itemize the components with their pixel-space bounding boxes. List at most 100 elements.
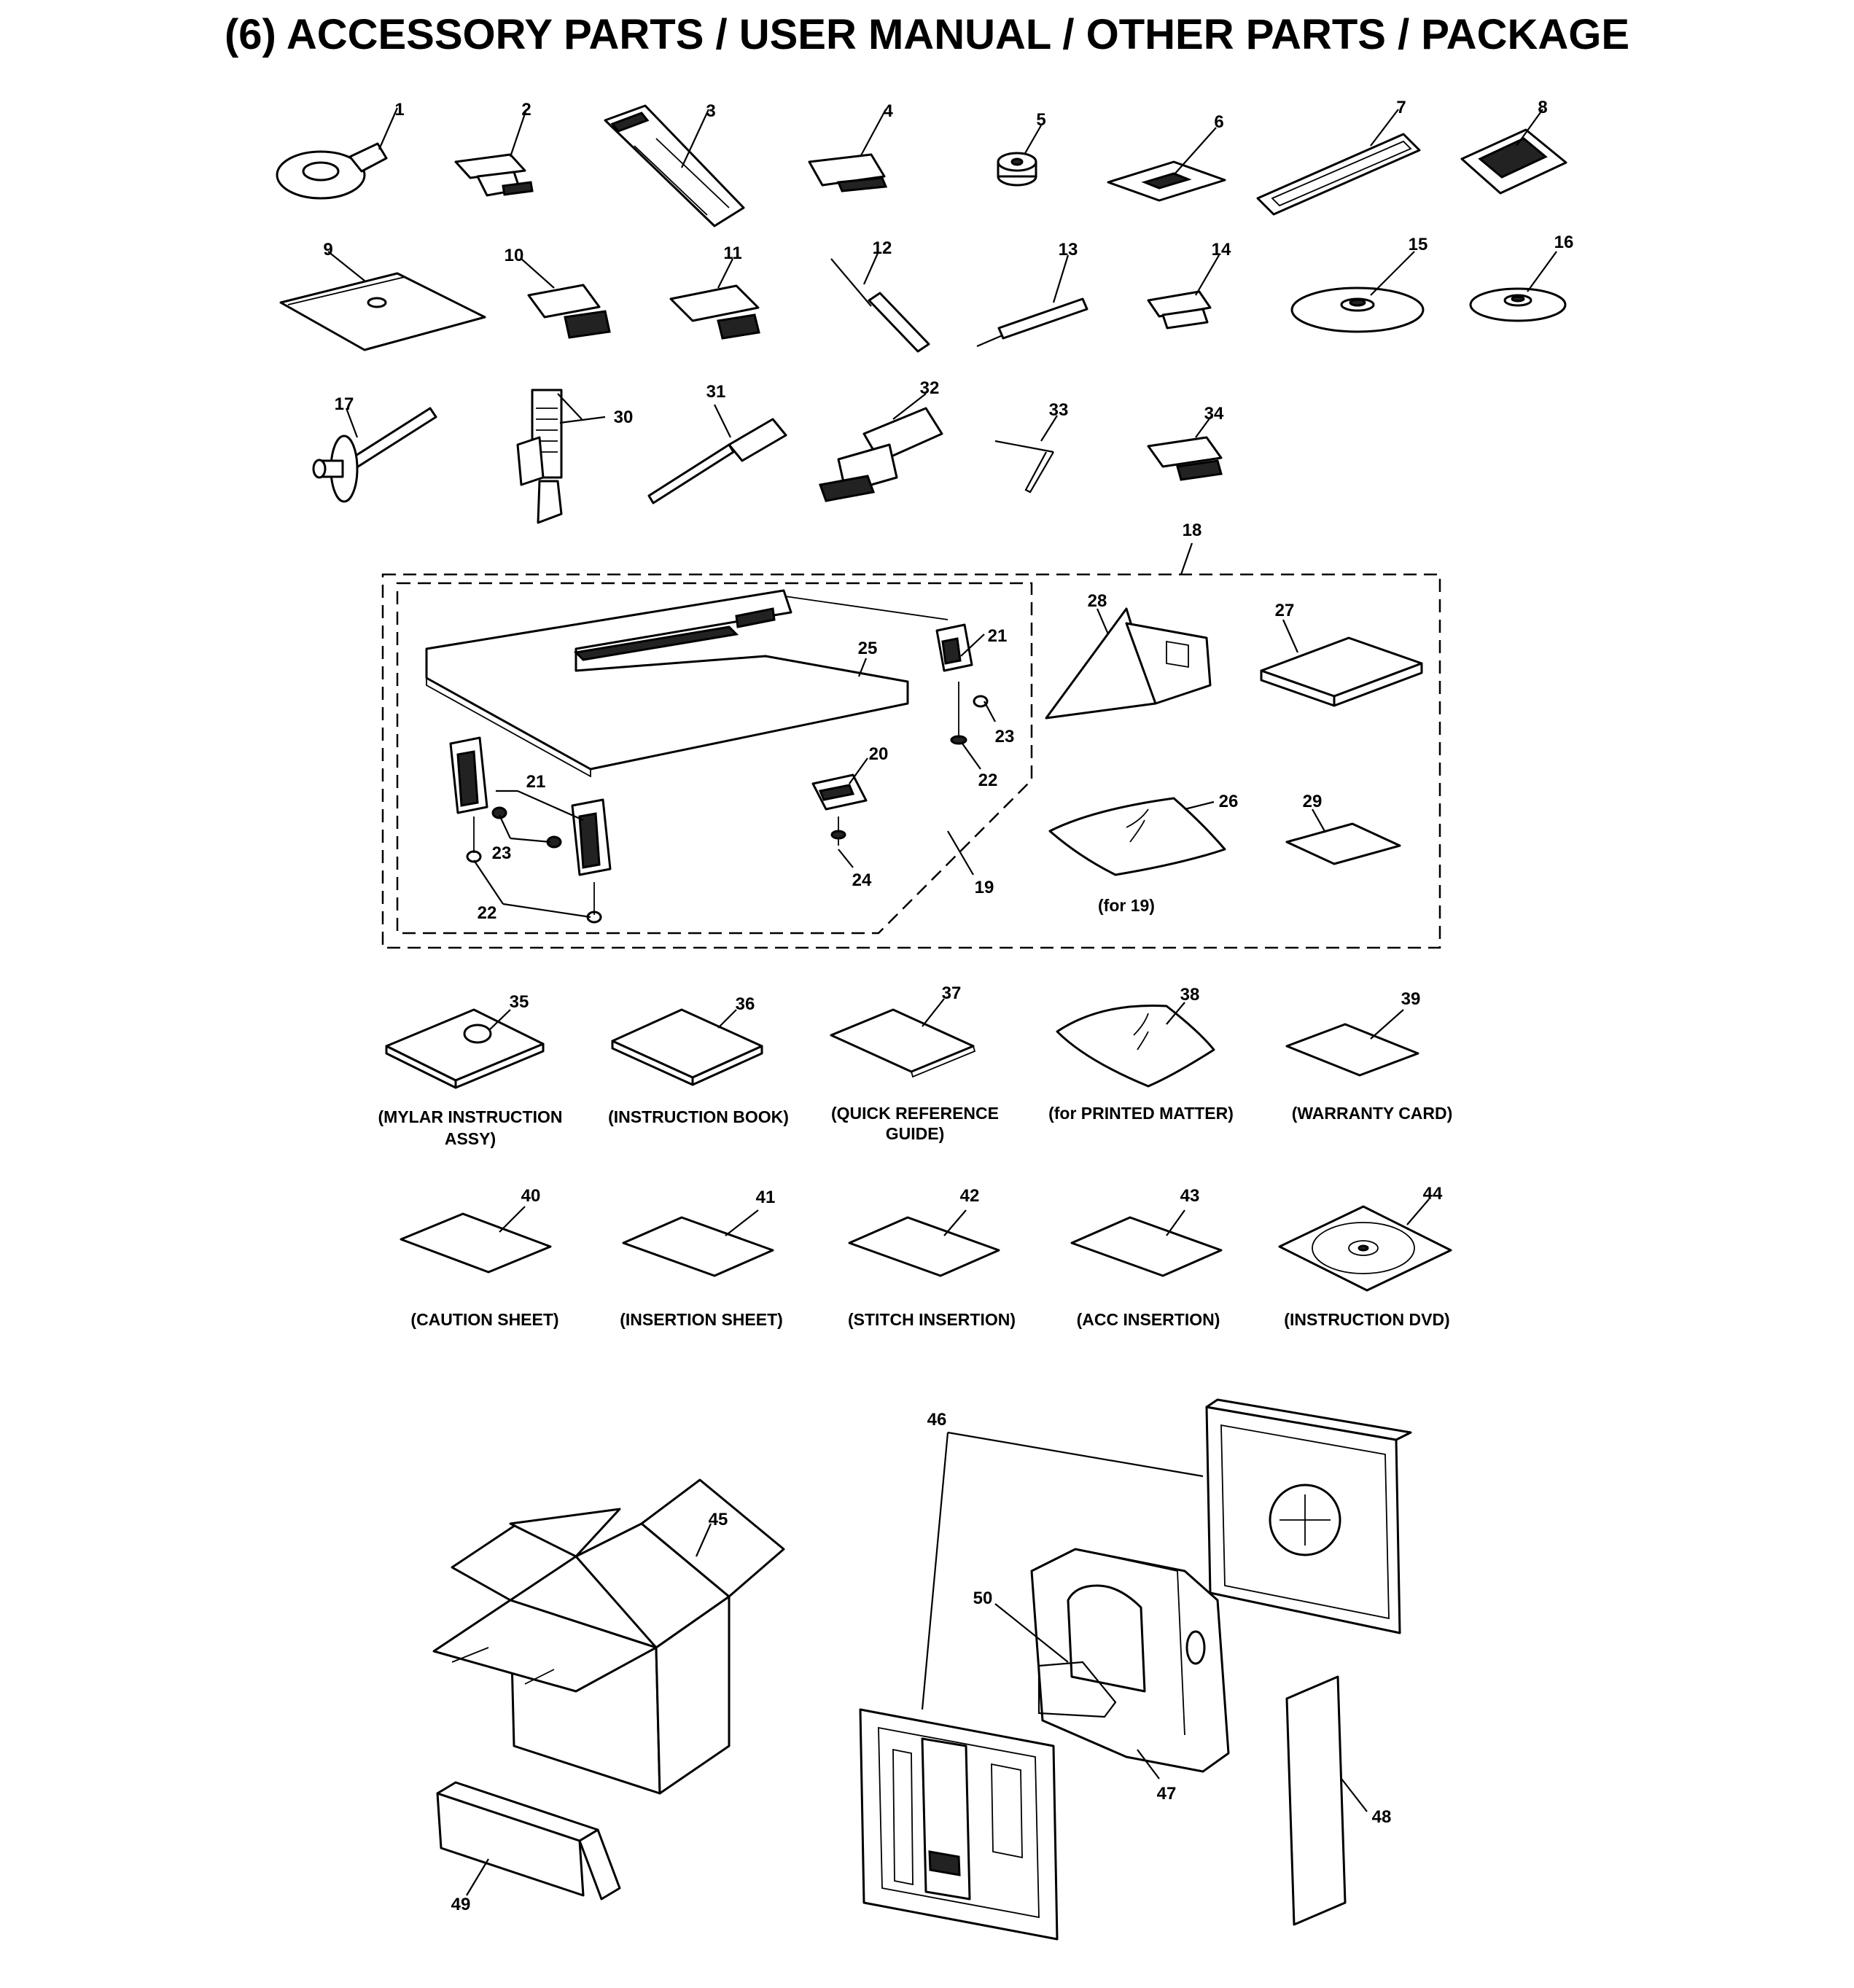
part-number: 24 (852, 870, 872, 890)
caption-38: (for PRINTED MATTER) (1048, 1104, 1234, 1123)
part-number: 17 (335, 394, 354, 414)
caption-37-line1: (QUICK REFERENCE (831, 1104, 999, 1123)
part-44-instruction-dvd: 44 (INSTRUCTION DVD) (1278, 1184, 1452, 1329)
part-number: 48 (1372, 1807, 1392, 1827)
part-39-warranty-card: 39 (WARRANTY CARD) (1285, 989, 1453, 1123)
part-number: 46 (927, 1410, 947, 1430)
part-number: 19 (975, 878, 994, 897)
part-number: 22 (978, 771, 998, 790)
caption-44: (INSTRUCTION DVD) (1284, 1310, 1449, 1329)
part-number: 10 (505, 246, 524, 265)
part-number: 16 (1554, 233, 1574, 252)
part-37-quick-reference: 37 (QUICK REFERENCE GUIDE) (830, 983, 999, 1143)
part-43-acc-insertion: 43 (ACC INSERTION) (1070, 1186, 1223, 1329)
part-11-presser-foot: 11 (669, 243, 760, 340)
group-19-outline (396, 582, 1033, 935)
part-31-screwdriver: 31 (647, 382, 787, 504)
part-number: 14 (1212, 240, 1231, 260)
part-13-screwdriver: 13 (976, 240, 1088, 348)
part-number: 23 (492, 843, 512, 863)
part-number: 2 (521, 100, 531, 120)
part-16-spool-cap-small: 16 (1469, 233, 1574, 322)
caption-35-line2: ASSY) (445, 1129, 496, 1148)
part-5-bobbin: 5 (997, 110, 1046, 187)
part-number: 21 (526, 772, 546, 792)
part-number: 12 (873, 238, 892, 258)
part-3-buttonhole-foot: 3 (604, 101, 745, 227)
part-15-spool-cap-large: 15 (1290, 235, 1427, 333)
page-title: (6) ACCESSORY PARTS / USER MANUAL / OTHE… (224, 11, 1630, 58)
part-34-presser-foot: 34 (1147, 404, 1224, 481)
part-40-caution-sheet: 40 (CAUTION SHEET) (400, 1186, 559, 1329)
part-number: 36 (736, 994, 755, 1014)
part-number: 45 (709, 1510, 728, 1529)
part-22-23-24-screws: 23 22 24 23 22 (466, 682, 1015, 924)
part-number: 40 (521, 1186, 541, 1206)
caption-40: (CAUTION SHEET) (410, 1310, 558, 1329)
part-47-dust-cover: 47 (1030, 1548, 1230, 1804)
part-12-seam-ripper: 12 (830, 238, 930, 353)
part-number: 26 (1219, 792, 1239, 811)
part-45-carton: 45 (432, 1478, 785, 1795)
part-21-table-leg: 21 21 (449, 623, 1007, 876)
part-number: 50 (973, 1589, 993, 1608)
part-number: 37 (942, 983, 962, 1003)
part-2-presser-foot: 2 (454, 100, 534, 197)
part-number: 47 (1157, 1784, 1177, 1804)
part-27-box: 27 (1260, 601, 1423, 707)
part-48-sheet: 48 (1285, 1675, 1392, 1926)
part-number: 30 (614, 408, 634, 427)
part-number: 11 (723, 243, 741, 263)
part-number: 6 (1214, 112, 1223, 132)
part-number: 38 (1180, 985, 1200, 1005)
part-6-needle-pack: 6 (1107, 112, 1226, 202)
part-number: 5 (1036, 110, 1045, 130)
part-number: 42 (960, 1186, 980, 1206)
part-number: 43 (1180, 1186, 1200, 1206)
part-25-marker: 25 (858, 639, 877, 677)
part-number: 29 (1303, 792, 1323, 811)
part-41-insertion-sheet: 41 (INSERTION SHEET) (620, 1188, 783, 1329)
part-number: 4 (883, 101, 893, 121)
caption-42: (STITCH INSERTION) (848, 1310, 1016, 1329)
part-1-spool-cap: 1 (276, 100, 405, 200)
caption-41: (INSERTION SHEET) (620, 1310, 783, 1329)
part-50-insert: 50 (973, 1589, 1069, 1663)
part-4-presser-foot: 4 (808, 101, 893, 192)
part-32-walking-foot: 32 (818, 378, 943, 502)
part-number: 31 (706, 382, 726, 402)
part-number: 32 (920, 378, 940, 398)
part-46-packing-foam-back (1205, 1398, 1412, 1634)
part-number: 20 (869, 744, 889, 764)
leader (784, 596, 949, 620)
part-38-bag: 38 (for PRINTED MATTER) (1048, 985, 1234, 1123)
part-7-plate: 7 (1256, 98, 1421, 216)
caption-35-line1: (MYLAR INSTRUCTION (378, 1107, 563, 1126)
part-17-spool-pin: 17 (312, 394, 437, 503)
part-number: 34 (1204, 404, 1224, 424)
caption-for-19: (for 19) (1098, 896, 1155, 915)
part-8-needle-card: 8 (1460, 98, 1567, 195)
part-number: 35 (510, 992, 529, 1012)
caption-37-line2: GUIDE) (886, 1124, 945, 1143)
part-30-darning-foot: 30 (516, 389, 634, 524)
part-number: 7 (1396, 98, 1406, 117)
caption-39: (WARRANTY CARD) (1292, 1104, 1453, 1123)
caption-43: (ACC INSERTION) (1077, 1310, 1220, 1329)
part-number: 18 (1183, 521, 1202, 540)
part-42-stitch-insertion: 42 (STITCH INSERTION) (848, 1186, 1016, 1329)
part-number: 27 (1275, 601, 1295, 620)
part-number: 8 (1538, 98, 1547, 117)
caption-36: (INSTRUCTION BOOK) (608, 1107, 789, 1126)
part-number: 23 (995, 727, 1015, 747)
part-49-tray: 49 (436, 1781, 621, 1914)
part-number: 13 (1059, 240, 1078, 260)
part-29-card: 29 (1285, 792, 1401, 865)
part-number: 39 (1401, 989, 1421, 1009)
part-26-cover-bag: 26 (for 19) (1048, 792, 1239, 915)
part-14-presser-foot: 14 (1147, 240, 1231, 330)
part-number: 1 (394, 100, 404, 120)
part-number: 9 (323, 240, 332, 260)
part-46-packing-foam-front (859, 1708, 1059, 1941)
